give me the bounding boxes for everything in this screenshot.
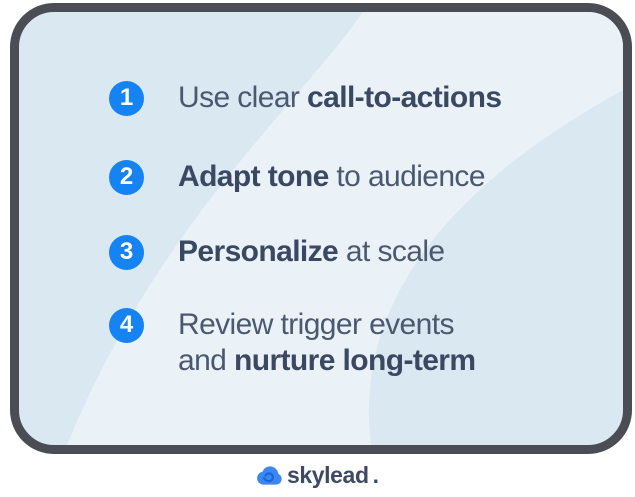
list-item: 1 Use clear call-to-actions [109,80,502,116]
tips-card: 1 Use clear call-to-actions 2 Adapt tone… [10,3,632,454]
brand-period: . [372,461,379,488]
item-text-regular: Review trigger events [178,308,454,341]
item-text-regular: at scale [338,235,445,268]
step-number-badge: 1 [109,81,144,116]
item-text-regular: Use clear [178,81,308,114]
brand-wordmark: skylead [287,461,369,488]
skylead-cloud-icon [257,465,282,485]
brand-footer: skylead. [0,457,635,493]
step-number-badge: 2 [109,160,144,195]
list-item: 3 Personalize at scale [109,234,445,270]
list-item-text: Use clear call-to-actions [178,80,502,116]
item-text-bold: Personalize [178,235,339,268]
item-text-bold: call-to-actions [307,81,502,114]
list-item-text: Adapt tone to audience [178,159,486,195]
step-number-badge: 4 [109,308,144,343]
item-text-bold: nurture long-term [234,344,476,377]
item-text-regular: to audience [328,160,485,193]
item-text-regular: and [178,344,234,377]
item-text-bold: Adapt tone [178,160,329,193]
background-swoosh [67,12,623,445]
list-item: 2 Adapt tone to audience [109,159,486,195]
step-number-badge: 3 [109,235,144,270]
list-item-text: Personalize at scale [178,234,445,270]
